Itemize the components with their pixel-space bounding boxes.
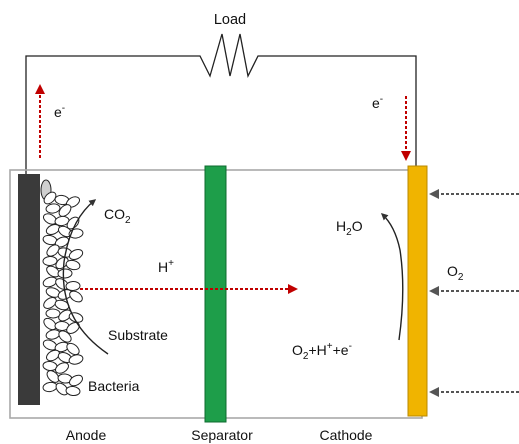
bacterium-cell [69, 290, 83, 303]
substrate-label: Substrate [108, 327, 168, 343]
bacterium-cell [68, 248, 84, 261]
external-circuit-wire [25, 33, 417, 175]
anode-label: Anode [66, 427, 107, 443]
bacterium-cell [55, 382, 69, 396]
load-label: Load [214, 12, 246, 28]
bacterium-cell [42, 255, 58, 267]
bacterium-cell [54, 215, 70, 227]
cathode-electrode [407, 165, 428, 417]
bacterium-cell [46, 370, 60, 383]
bacterium-cell [69, 374, 83, 387]
substrate-oxidation-arrow [62, 199, 109, 355]
bacterium-cell [57, 268, 73, 279]
bacteria-label: Bacteria [88, 378, 140, 394]
bacterium-cell [58, 330, 72, 343]
bacterium-cell [45, 203, 61, 214]
bacterium-cell [43, 191, 57, 205]
bacterium-cell [55, 256, 69, 270]
bacterium-cell [68, 354, 84, 365]
bacterium-cell [46, 349, 60, 362]
bacterium-cell [58, 204, 72, 217]
bacterium-cell [43, 297, 57, 309]
bacterium-cell [42, 381, 58, 393]
o2-supply-label: O2 [447, 263, 464, 283]
bacterium-cell [45, 308, 61, 319]
anode-electrode [18, 174, 40, 405]
cathode-label: Cathode [320, 427, 373, 443]
bacterium-cell [43, 317, 57, 331]
h2o-label: H2O [336, 218, 363, 238]
bacterium-cell [45, 223, 61, 236]
oxygen-reduction-arrow [380, 213, 404, 341]
co2-label: CO2 [104, 206, 131, 226]
electron-label-left: e- [54, 103, 65, 120]
bacterium-cell [46, 244, 60, 257]
separator-membrane [204, 165, 227, 423]
electron-label-right: e- [372, 94, 383, 111]
bacterium-cell [66, 342, 80, 356]
proton-label: H+ [158, 258, 174, 275]
bacterium-cell [65, 385, 81, 397]
bacterium-cell [65, 280, 81, 292]
separator-label: Separator [191, 427, 253, 443]
bacteria-biofilm [40, 179, 84, 397]
bacterium-cell [65, 259, 81, 271]
cathode-reaction-label: O2+H++e- [292, 341, 352, 362]
bacterium-cell [55, 362, 69, 374]
